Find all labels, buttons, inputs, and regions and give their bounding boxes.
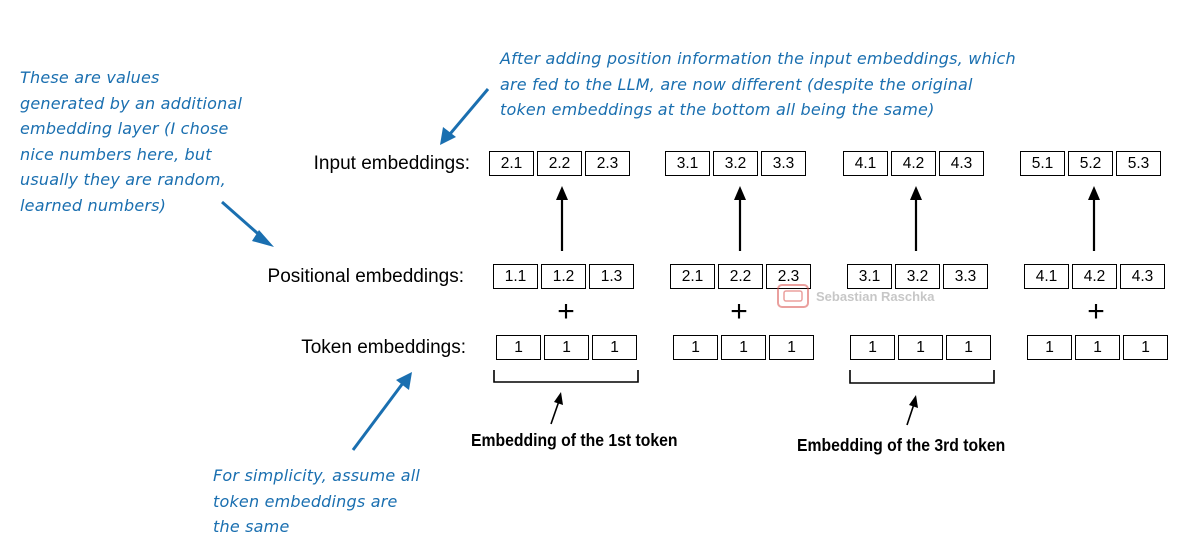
- up-arrow: [556, 186, 568, 251]
- annotation-arrow: [351, 372, 412, 451]
- embedding-cell: 2.2: [718, 264, 763, 289]
- annotation-line: For simplicity, assume all: [213, 466, 421, 485]
- up-arrow: [1088, 186, 1100, 251]
- embedding-cell: 5.2: [1068, 151, 1113, 176]
- input-embeddings-label: Input embeddings:: [313, 153, 470, 174]
- embedding-cell: 4.3: [1120, 264, 1165, 289]
- embedding-cell: 1.2: [541, 264, 586, 289]
- embedding-cell: 4.3: [939, 151, 984, 176]
- embedding-cell: 2.3: [585, 151, 630, 176]
- token-embeddings-label: Token embeddings:: [301, 337, 466, 358]
- embedding-cell: 1: [769, 335, 814, 360]
- annotation-line: the same: [213, 517, 290, 536]
- embedding-cell: 2.2: [537, 151, 582, 176]
- embedding-cell: 5.1: [1020, 151, 1065, 176]
- embedding-cell: 1.1: [493, 264, 538, 289]
- embedding-cell: 3.1: [665, 151, 710, 176]
- plus-sign: +: [730, 295, 748, 328]
- embedding-cell: 1: [721, 335, 766, 360]
- watermark-text: Sebastian Raschka: [816, 288, 935, 304]
- embedding-cell: 5.3: [1116, 151, 1161, 176]
- embedding-cell: 3.2: [895, 264, 940, 289]
- plus-sign: +: [1087, 295, 1105, 328]
- caption-first-token: Embedding of the 1st token: [471, 430, 678, 450]
- annotation-left: These are values generated by an additio…: [20, 65, 242, 218]
- embedding-cell: 4.2: [891, 151, 936, 176]
- watermark: Sebastian Raschka: [776, 283, 935, 309]
- embedding-cell: 1: [946, 335, 991, 360]
- annotation-line: embedding layer (I chose: [20, 119, 229, 138]
- annotation-bottom: For simplicity, assume all token embeddi…: [213, 463, 420, 540]
- embedding-cell: 3.3: [761, 151, 806, 176]
- embedding-cell: 4.1: [1024, 264, 1069, 289]
- annotation-line: token embeddings are: [213, 491, 398, 511]
- annotation-line: After adding position information the in…: [500, 49, 1016, 68]
- annotation-line: These are values: [20, 68, 160, 87]
- annotation-line: generated by an additional: [20, 93, 243, 113]
- embedding-cell: 2.1: [489, 151, 534, 176]
- annotation-line: usually they are random,: [20, 170, 226, 189]
- embedding-cell: 1: [1123, 335, 1168, 360]
- annotation-arrow: [440, 88, 490, 145]
- caption-arrow: [550, 392, 563, 425]
- embedding-cell: 1: [673, 335, 718, 360]
- embedding-cell: 1: [1075, 335, 1120, 360]
- up-arrow: [734, 186, 746, 251]
- embedding-cell: 1.3: [589, 264, 634, 289]
- caption-arrow: [906, 395, 918, 426]
- embedding-cell: 3.3: [943, 264, 988, 289]
- caption-third-token: Embedding of the 3rd token: [797, 435, 1006, 455]
- embedding-cell: 1: [898, 335, 943, 360]
- annotation-line: nice numbers here, but: [20, 144, 212, 164]
- embedding-cell: 4.1: [843, 151, 888, 176]
- embedding-cell: 1: [592, 335, 637, 360]
- embedding-cell: 1: [1027, 335, 1072, 360]
- embedding-cell: 2.1: [670, 264, 715, 289]
- embedding-cell: 3.1: [847, 264, 892, 289]
- embedding-cell: 3.2: [713, 151, 758, 176]
- plus-sign: +: [557, 295, 575, 328]
- positional-embeddings-label: Positional embeddings:: [267, 266, 464, 287]
- embedding-cell: 4.2: [1072, 264, 1117, 289]
- annotation-line: learned numbers): [20, 195, 167, 215]
- annotation-top: After adding position information the in…: [500, 46, 1016, 123]
- annotation-arrow: [221, 200, 274, 247]
- token-bracket: [493, 370, 639, 383]
- token-bracket: [849, 370, 995, 384]
- embedding-cell: 1: [850, 335, 895, 360]
- embedding-cell: 1: [544, 335, 589, 360]
- annotation-line: token embeddings at the bottom all being…: [500, 100, 935, 119]
- watermark-logo-icon: [777, 284, 809, 308]
- embedding-cell: 1: [496, 335, 541, 360]
- annotation-line: are fed to the LLM, are now different (d…: [500, 74, 973, 94]
- up-arrow: [910, 186, 922, 251]
